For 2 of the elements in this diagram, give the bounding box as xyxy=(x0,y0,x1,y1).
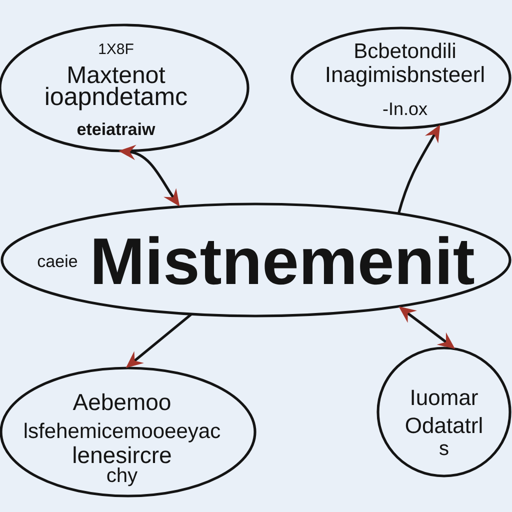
ellipse-node: Bcbetondili Inagimisbnsteerl -In.ox xyxy=(290,26,512,130)
ellipse-node: Iuomar Odatatrl s xyxy=(376,346,512,478)
